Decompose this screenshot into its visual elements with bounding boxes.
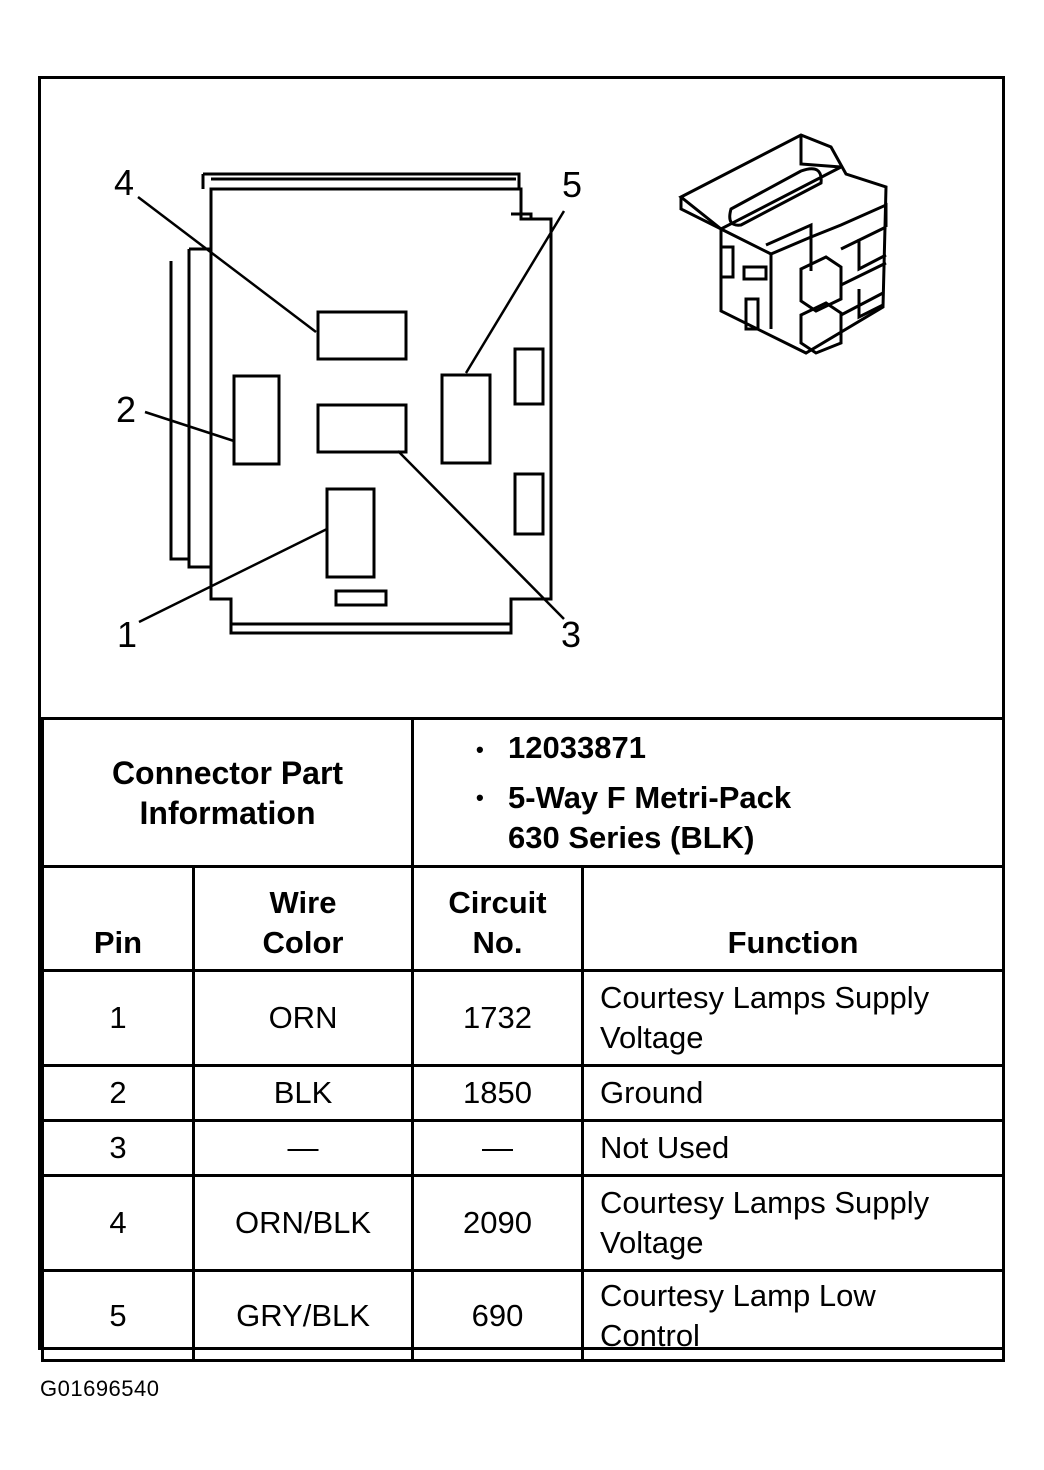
- pin-cell: 2: [41, 1064, 195, 1122]
- function-cell: Ground: [581, 1064, 1006, 1122]
- diagram-frame: 4 5 2 1 3 Connector Part Information • 1…: [38, 76, 1006, 1362]
- wire-color-cell: ORN/BLK: [191, 1174, 415, 1272]
- connector-figure: 4 5 2 1 3: [41, 79, 1002, 717]
- leader-5: [464, 210, 566, 374]
- callout-pin-2: 2: [116, 389, 137, 430]
- cavity-5: [440, 373, 492, 465]
- wire-color-cell: BLK: [191, 1064, 415, 1122]
- table-row: 1 ORN 1732 Courtesy Lamps Supply Voltage: [41, 969, 1006, 1067]
- wire-color-cell: —: [191, 1119, 415, 1177]
- callout-pin-4: 4: [114, 162, 135, 203]
- connector-face-view: [169, 172, 553, 635]
- leader-3: [397, 450, 565, 620]
- header-pin: Pin: [41, 865, 195, 972]
- function-cell: Not Used: [581, 1119, 1006, 1177]
- connector-iso-view: [678, 133, 888, 355]
- bullet-icon: •: [476, 737, 484, 762]
- bullet-icon: •: [476, 785, 484, 810]
- cavity-1: [325, 487, 376, 579]
- callout-pin-1: 1: [117, 614, 138, 655]
- table-row: 4 ORN/BLK 2090 Courtesy Lamps Supply Vol…: [41, 1174, 1006, 1272]
- part-number: 12033871: [508, 730, 646, 765]
- pin-cell: 3: [41, 1119, 195, 1177]
- circuit-cell: —: [411, 1119, 585, 1177]
- wire-color-cell: ORN: [191, 969, 415, 1067]
- function-cell: Courtesy Lamps Supply Voltage: [581, 969, 1006, 1067]
- table-row: 3 — — Not Used: [41, 1119, 1006, 1177]
- circuit-cell: 2090: [411, 1174, 585, 1272]
- wire-color-cell: GRY/BLK: [191, 1269, 415, 1362]
- connector-table: Connector Part Information • 12033871 • …: [40, 717, 1006, 1362]
- figure-id: G01696540: [40, 1376, 160, 1401]
- table-header-row: Pin Wire Color Circuit No. Function: [41, 865, 1006, 972]
- function-cell: Courtesy Lamp Low Control: [581, 1269, 1006, 1362]
- leader-4: [137, 196, 317, 333]
- connector-part-row: Connector Part Information • 12033871 • …: [40, 717, 1006, 868]
- leader-1: [138, 527, 328, 624]
- cavity-2: [232, 374, 281, 466]
- header-circuit-no: Circuit No.: [411, 865, 585, 972]
- table-row: 5 GRY/BLK 690 Courtesy Lamp Low Control: [41, 1269, 1006, 1362]
- header-wire-color: Wire Color: [191, 865, 415, 972]
- circuit-cell: 1850: [411, 1064, 585, 1122]
- circuit-cell: 690: [411, 1269, 585, 1362]
- pin-cell: 5: [41, 1269, 195, 1362]
- callout-pin-3: 3: [561, 614, 582, 655]
- connector-part-label: Connector Part Information: [40, 717, 415, 868]
- pin-cell: 4: [41, 1174, 195, 1272]
- connector-description-2: 630 Series (BLK): [508, 820, 755, 855]
- pin-cell: 1: [41, 969, 195, 1067]
- cavity-3: [316, 403, 408, 454]
- leader-2: [144, 410, 235, 443]
- function-cell: Courtesy Lamps Supply Voltage: [581, 1174, 1006, 1272]
- callout-pin-5: 5: [562, 164, 583, 205]
- cavity-4: [316, 310, 408, 361]
- circuit-cell: 1732: [411, 969, 585, 1067]
- connector-description: 5-Way F Metri-Pack: [508, 780, 792, 815]
- header-function: Function: [581, 865, 1006, 972]
- connector-drawing: [137, 133, 888, 635]
- connector-part-info: • 12033871 • 5-Way F Metri-Pack 630 Seri…: [411, 717, 1006, 868]
- table-row: 2 BLK 1850 Ground: [41, 1064, 1006, 1122]
